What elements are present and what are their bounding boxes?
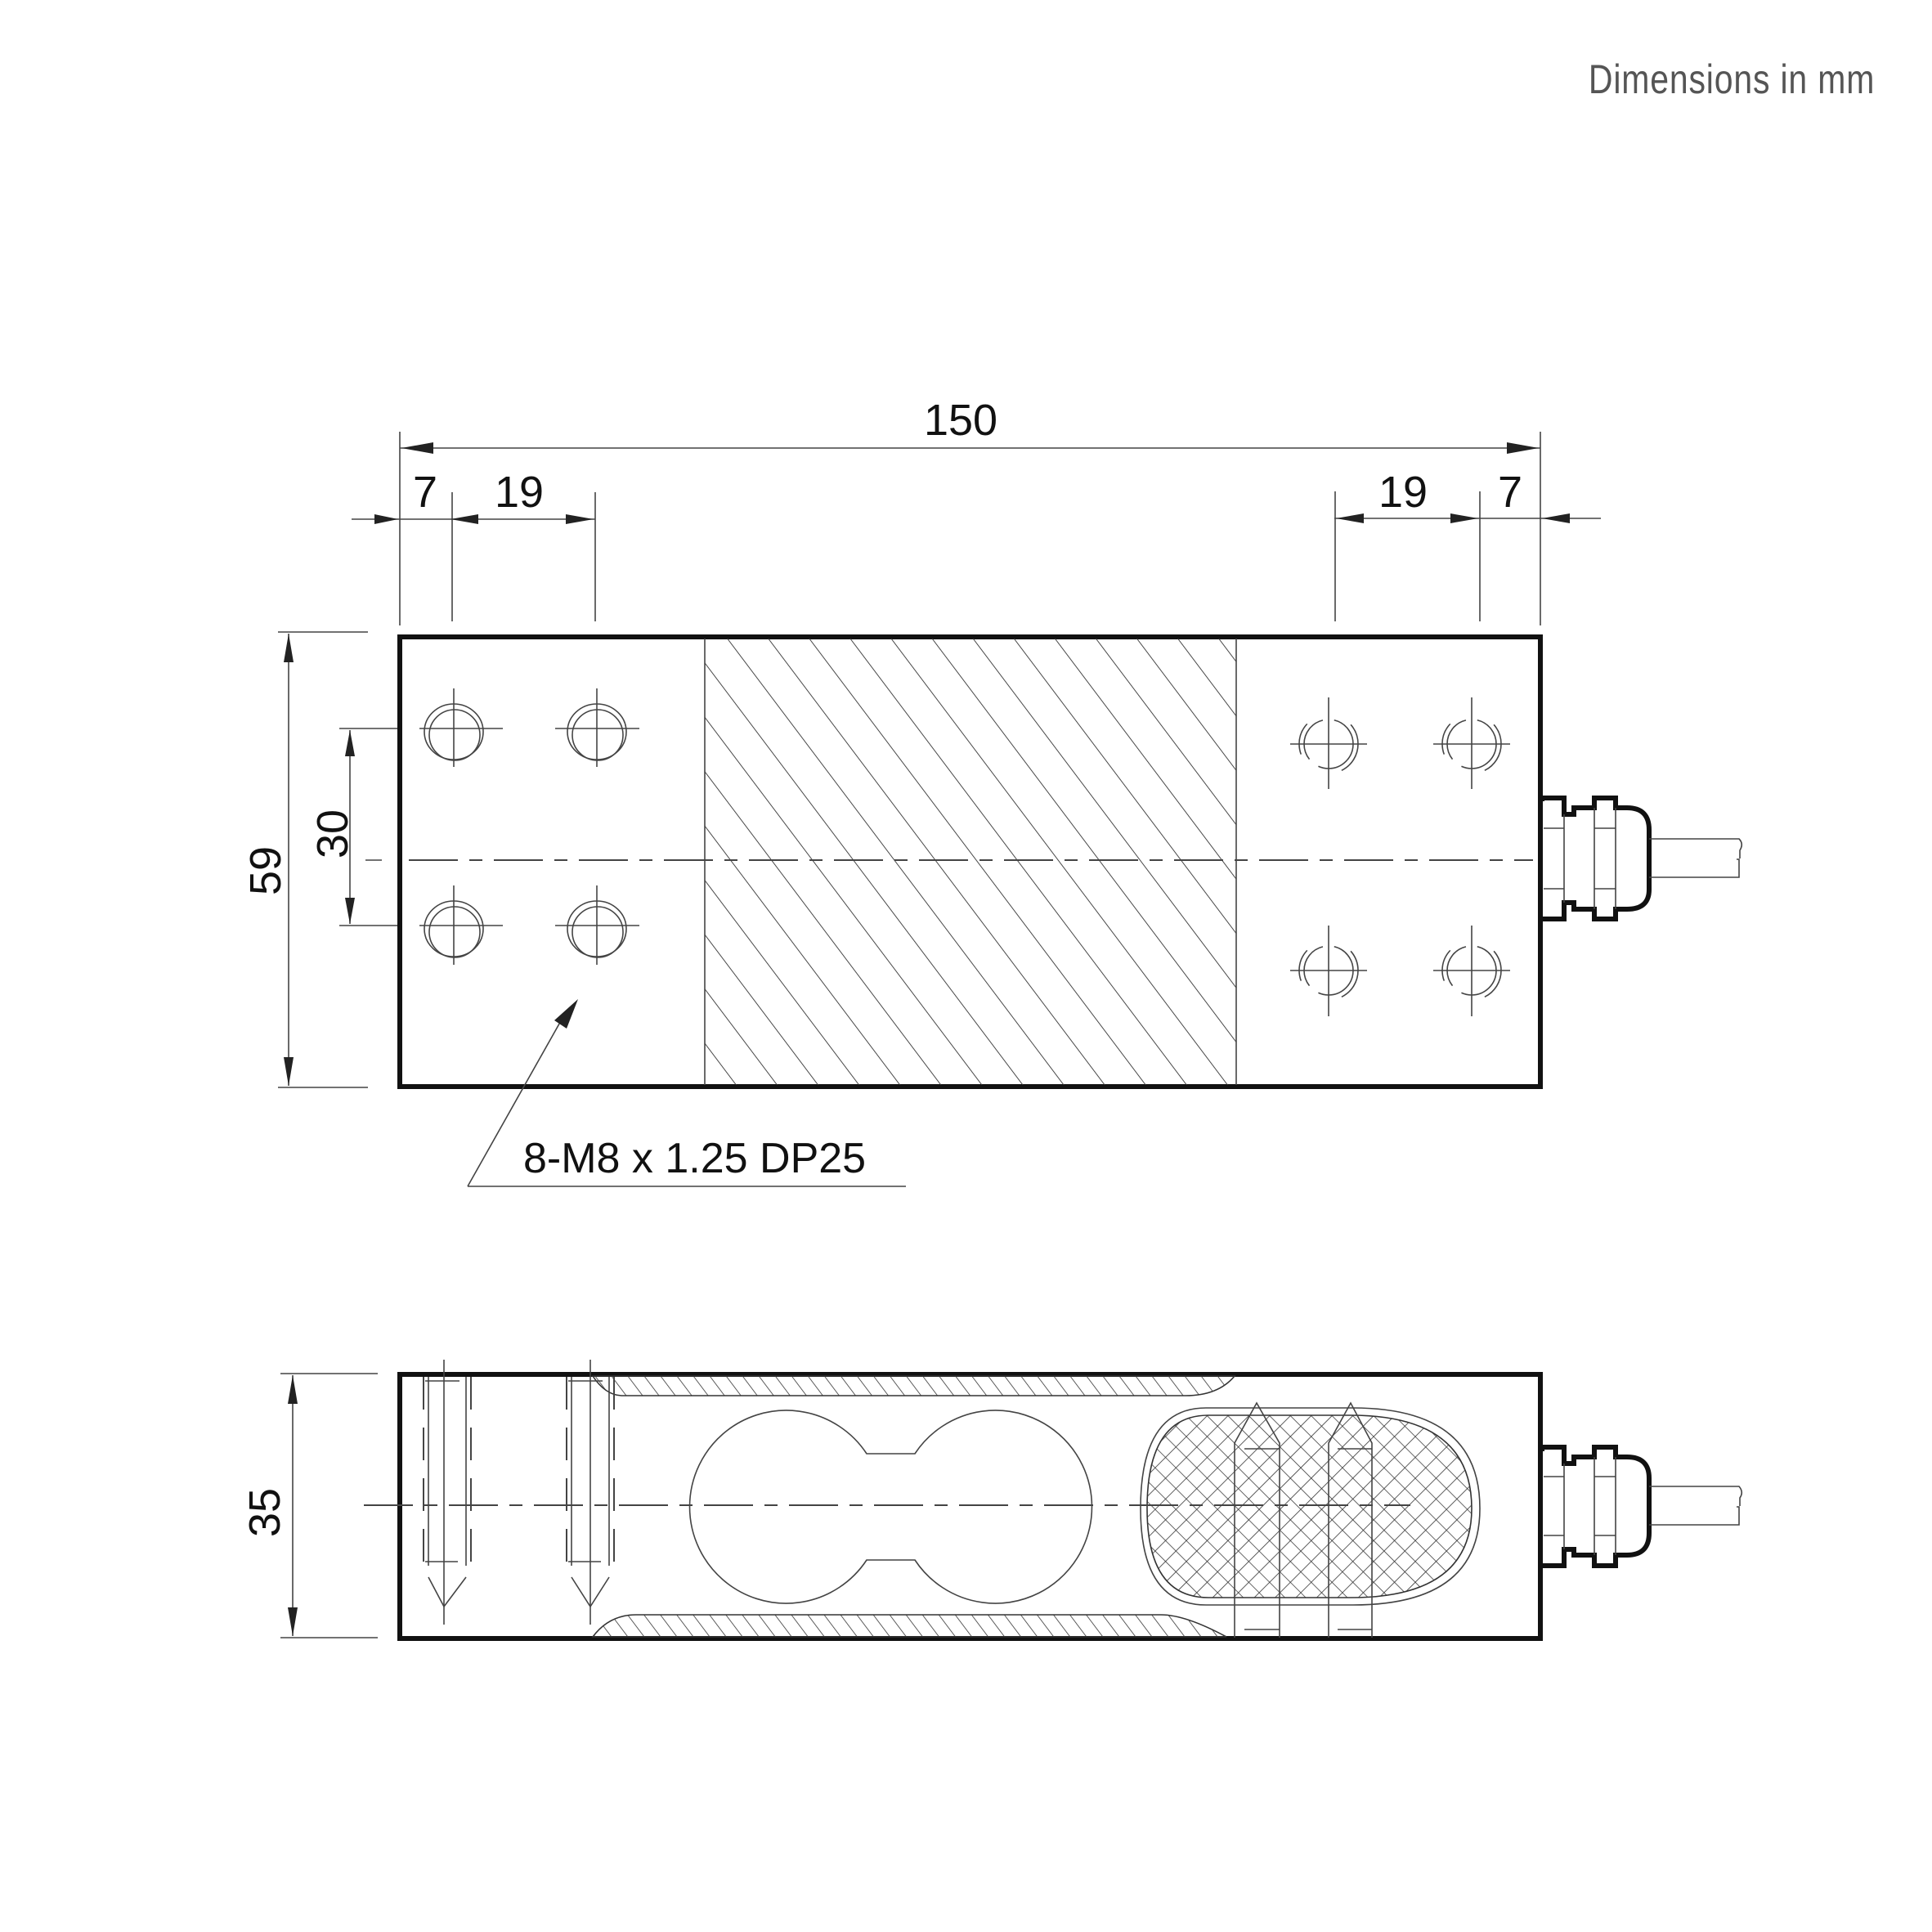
hole-icon — [1290, 926, 1367, 1016]
tapped-hole-section — [566, 1360, 615, 1625]
hole-icon — [419, 885, 503, 965]
hole-icon — [1433, 697, 1510, 789]
right-mounting-holes — [1290, 697, 1510, 1016]
dim-label-right-19: 19 — [1378, 468, 1428, 517]
potting-area — [1140, 1407, 1481, 1606]
upper-web-hatch — [591, 1375, 1236, 1396]
cable-gland-icon — [1540, 1445, 1743, 1568]
callout-label: 8-M8 x 1.25 DP25 — [523, 1135, 866, 1182]
hole-icon — [555, 885, 639, 965]
side-view: 35 — [240, 1360, 1743, 1641]
double-bore-cutout — [688, 1410, 1093, 1604]
units-note: Dimensions in mm — [1588, 56, 1875, 102]
hole-icon — [419, 688, 503, 767]
dim-label-30: 30 — [308, 809, 357, 858]
dim-label-right-7: 7 — [1498, 468, 1522, 517]
dim-label-59: 59 — [241, 846, 290, 895]
thread-callout: 8-M8 x 1.25 DP25 — [467, 999, 906, 1187]
internal-pins — [1234, 1401, 1373, 1638]
lower-web-hatch — [591, 1614, 1227, 1638]
dim-left-offsets: 7 19 — [352, 468, 596, 621]
dim-label-150: 150 — [924, 396, 997, 445]
dim-overall-width: 59 — [241, 631, 368, 1088]
top-view: 150 7 19 19 7 — [241, 396, 1743, 1187]
dim-right-offsets: 19 7 — [1334, 468, 1601, 621]
cable-gland-icon — [1540, 796, 1743, 921]
hole-icon — [1433, 926, 1510, 1016]
left-mounting-holes — [419, 688, 639, 965]
top-body-outline — [397, 634, 1543, 1089]
dim-overall-length: 150 — [399, 396, 1541, 625]
hole-icon — [555, 688, 639, 767]
hole-icon — [1290, 697, 1367, 789]
dim-label-left-7: 7 — [413, 468, 437, 517]
tapped-hole-section — [423, 1360, 472, 1625]
hatched-center-zone — [705, 639, 1236, 1085]
dim-overall-height: 35 — [240, 1373, 378, 1638]
dim-hole-row-spacing: 30 — [308, 728, 399, 926]
side-body-outline — [397, 1372, 1543, 1641]
dim-label-left-19: 19 — [495, 468, 544, 517]
dim-label-35: 35 — [240, 1488, 289, 1537]
